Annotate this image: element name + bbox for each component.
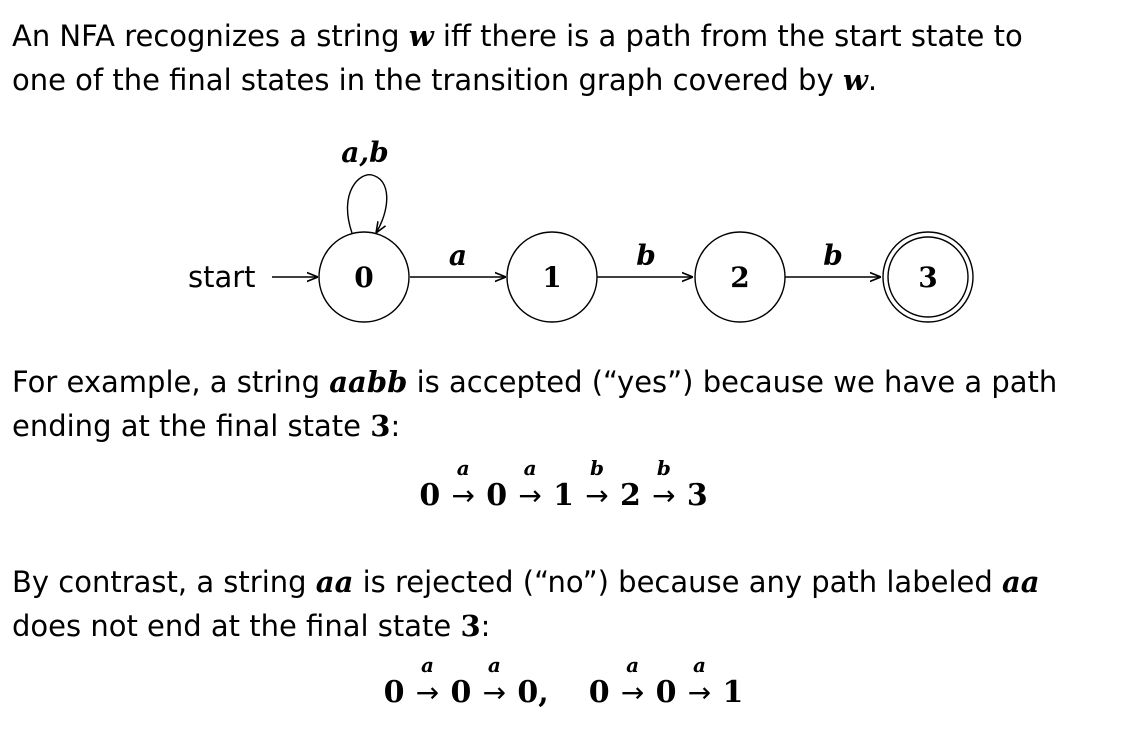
accept-path-symbol: b: [656, 456, 671, 480]
reject-string-2: aa: [1001, 565, 1040, 599]
accept-path-symbol: a: [523, 456, 537, 480]
intro-text-2: iff there is a path from the start state…: [433, 19, 1023, 53]
arrow-icon: →: [585, 479, 609, 512]
reject-path2-symbol: a: [626, 653, 640, 677]
arrow-icon: →: [687, 676, 712, 709]
reject-path1-state: 0: [517, 675, 539, 710]
self-loop-arrow: [346, 174, 388, 233]
reject-path1-symbol: a: [421, 653, 434, 677]
reject-text-2: is rejected (“no”) because any path labe…: [353, 565, 1002, 599]
state-label-3: 3: [918, 261, 937, 294]
accept-path-symbol: a: [456, 456, 470, 480]
reject-path1-state: 0: [383, 675, 405, 710]
reject-path2-state: 1: [722, 675, 744, 710]
arrow-icon: →: [482, 676, 507, 709]
arrow-icon: →: [415, 676, 440, 709]
accept-path-state: 0: [419, 478, 441, 513]
intro-paragraph: An NFA recognizes a string w iff there i…: [12, 14, 1117, 102]
state-0: 0: [318, 231, 410, 323]
arrow-icon: →: [451, 479, 475, 512]
reject-path1-arrow: a→: [411, 655, 445, 710]
reject-string: aa: [315, 565, 354, 599]
state-3-final: 3: [882, 231, 974, 323]
intro-var-w-2: w: [842, 63, 868, 97]
state-label-1: 1: [542, 261, 561, 294]
transition-label-1-2: b: [636, 239, 656, 272]
state-2: 2: [694, 231, 786, 323]
intro-text-1: An NFA recognizes a string: [12, 19, 409, 53]
accept-path-state: 0: [486, 478, 508, 513]
accept-text-1: For example, a string: [12, 365, 330, 399]
reject-example-paragraph: By contrast, a string aa is rejected (“n…: [12, 560, 1117, 648]
reject-path1-state: 0: [450, 675, 472, 710]
transition-label-2-3: b: [823, 239, 843, 272]
accept-path-arrow: b→: [580, 458, 614, 513]
reject-paths-comma: ,: [538, 675, 549, 710]
self-loop-label: a,b: [341, 136, 388, 169]
accept-path-state: 3: [686, 478, 708, 513]
reject-path1-arrow: a→: [477, 655, 511, 710]
reject-path2-state: 0: [588, 675, 610, 710]
accept-path-symbol: b: [589, 456, 604, 480]
state-label-0: 0: [354, 261, 373, 294]
accept-string: aabb: [329, 365, 408, 399]
reject-text-4: :: [480, 609, 491, 643]
accept-path-state: 2: [619, 478, 641, 513]
reject-path2-symbol: a: [692, 653, 706, 677]
intro-text-3: one of the final states in the transitio…: [12, 63, 843, 97]
accept-text-4: :: [390, 409, 401, 443]
state-1: 1: [506, 231, 598, 323]
start-label: start: [188, 260, 256, 294]
accept-text-3: ending at the final state: [12, 409, 371, 443]
intro-var-w: w: [408, 19, 434, 53]
reject-path1-symbol: a: [487, 653, 501, 677]
arrow-icon: →: [620, 676, 645, 709]
intro-text-4: .: [867, 63, 878, 97]
state-label-2: 2: [730, 261, 749, 294]
arrow-icon: →: [652, 479, 676, 512]
arrow-icon: →: [518, 479, 542, 512]
transition-label-0-1: a: [449, 239, 467, 272]
accept-path-arrow: a→: [513, 458, 547, 513]
accept-path-arrow: a→: [446, 458, 480, 513]
accept-path-arrow: b→: [647, 458, 681, 513]
reject-text-3: does not end at the final state: [12, 609, 461, 643]
reject-path2-arrow: a→: [682, 655, 716, 710]
accept-text-2: is accepted (“yes”) because we have a pa…: [407, 365, 1058, 399]
accept-final-state: 3: [370, 409, 391, 443]
accept-example-paragraph: For example, a string aabb is accepted (…: [12, 360, 1117, 448]
reject-path2-arrow: a→: [616, 655, 650, 710]
reject-text-1: By contrast, a string: [12, 565, 316, 599]
accept-path-state: 1: [553, 478, 574, 513]
reject-final-state: 3: [460, 609, 481, 643]
reject-path2-state: 0: [655, 675, 677, 710]
nfa-transition-graph: start a,b a b b 0 1 2 3: [188, 136, 974, 323]
